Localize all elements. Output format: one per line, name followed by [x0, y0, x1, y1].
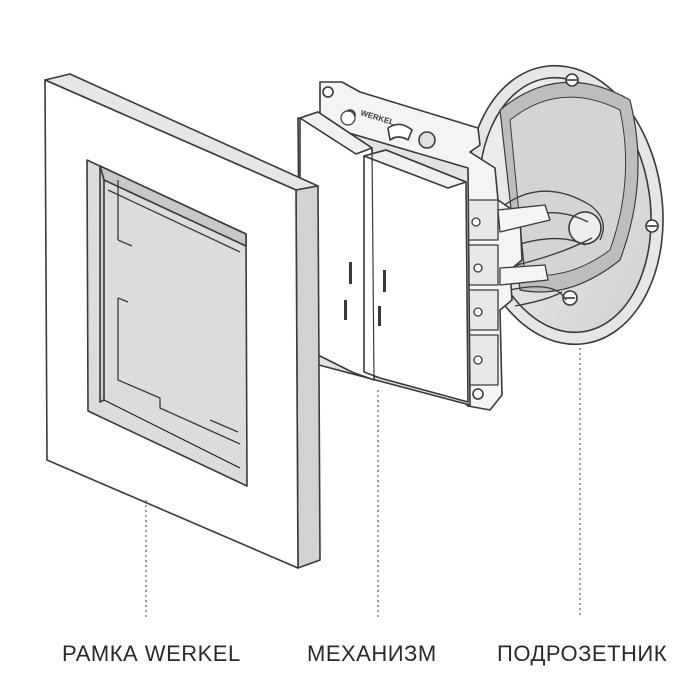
frame-holder	[103, 180, 241, 469]
indicator-slots	[344, 262, 386, 326]
flange-screw	[562, 73, 659, 306]
mechanism-label: МЕХАНИЗМ	[307, 641, 437, 666]
mounting-box-label: ПОДРОЗЕТНИК	[497, 641, 668, 666]
right-rocker-key	[363, 149, 469, 403]
frame-label: РАМКА WERKEL	[62, 641, 241, 666]
mechanism: WERKEL	[297, 81, 551, 411]
frame	[44, 73, 321, 569]
